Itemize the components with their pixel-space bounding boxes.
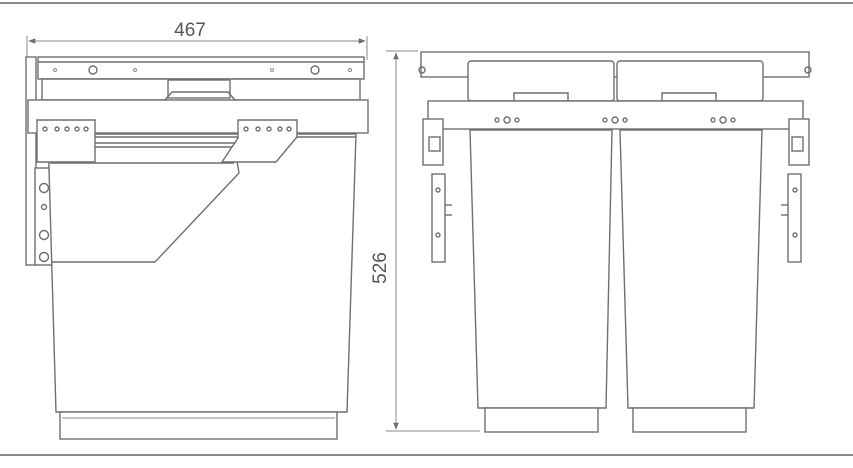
side-view: 467 (25, 20, 369, 440)
front-view: 526 (370, 50, 812, 433)
height-dimension: 526 (370, 50, 480, 432)
height-dimension-label: 526 (370, 252, 391, 284)
width-dimension-label: 467 (174, 20, 206, 41)
width-dimension: 467 (26, 20, 368, 60)
